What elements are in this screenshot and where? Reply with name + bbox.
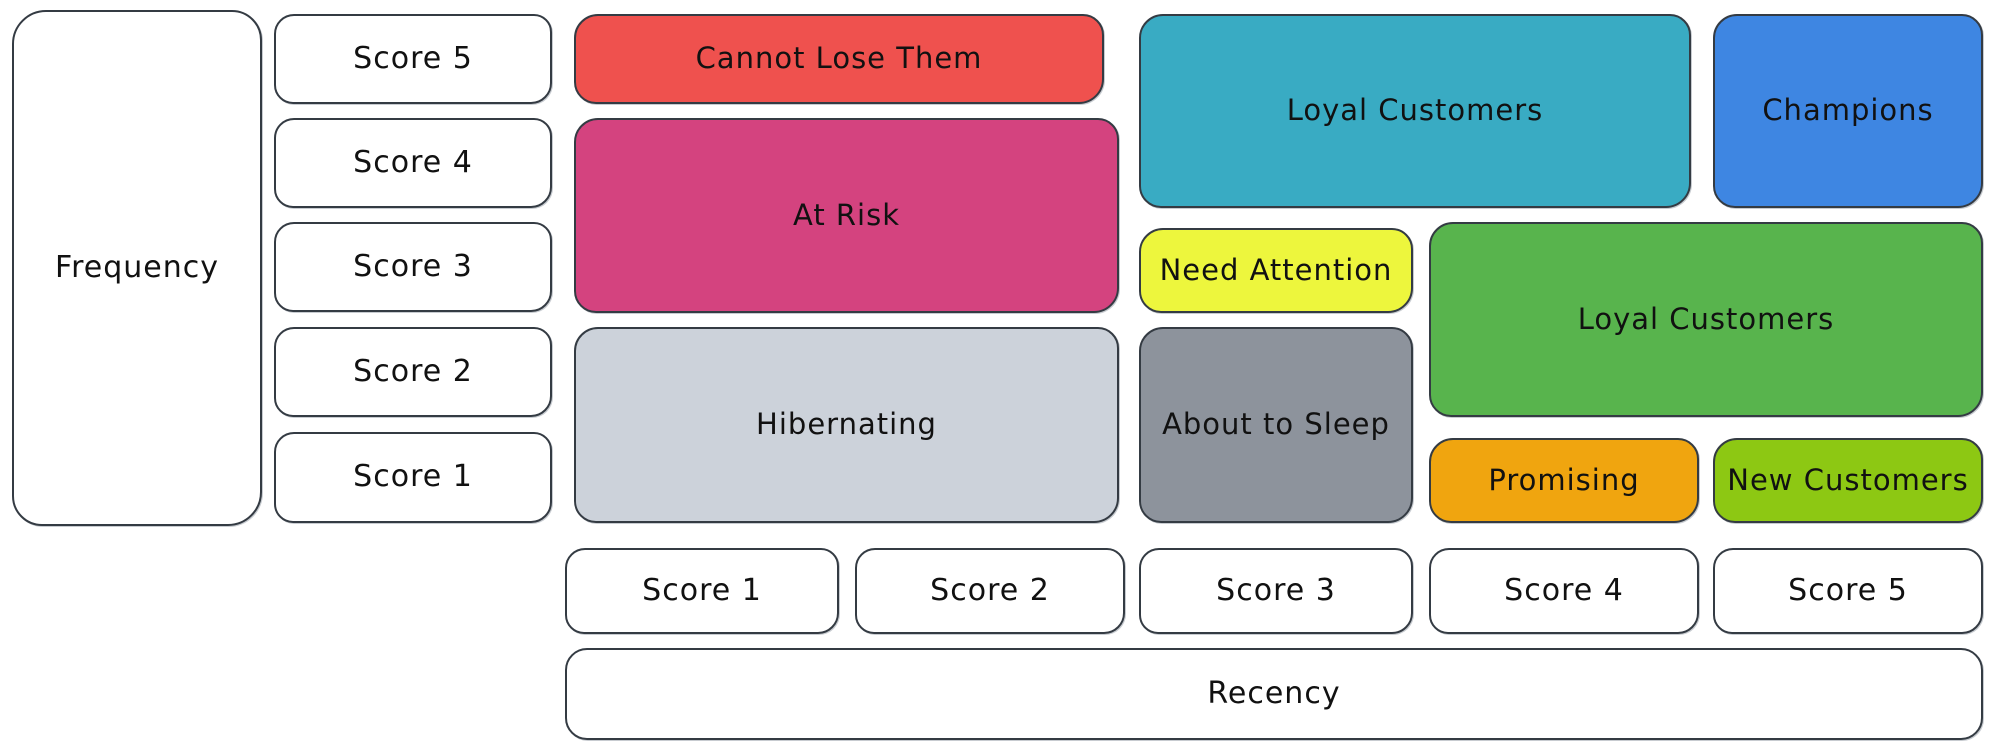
frequency-score-1: Score 1 (274, 432, 552, 523)
segment-at-risk: At Risk (574, 118, 1119, 313)
segment-new-customers: New Customers (1713, 438, 1983, 523)
frequency-score-5: Score 5 (274, 14, 552, 104)
segment-champions: Champions (1713, 14, 1983, 208)
segment-about-to-sleep: About to Sleep (1139, 327, 1413, 523)
frequency-score-2: Score 2 (274, 327, 552, 417)
recency-score-1: Score 1 (565, 548, 839, 634)
frequency-axis-label: Frequency (12, 10, 262, 526)
segment-need-attention: Need Attention (1139, 228, 1413, 313)
recency-score-4: Score 4 (1429, 548, 1699, 634)
segment-hibernating: Hibernating (574, 327, 1119, 523)
segment-cannot-lose-them: Cannot Lose Them (574, 14, 1104, 104)
recency-score-5: Score 5 (1713, 548, 1983, 634)
segment-loyal-customers-right: Loyal Customers (1429, 222, 1983, 417)
frequency-score-4: Score 4 (274, 118, 552, 208)
frequency-score-3: Score 3 (274, 222, 552, 312)
recency-score-3: Score 3 (1139, 548, 1413, 634)
segment-promising: Promising (1429, 438, 1699, 523)
recency-axis-label: Recency (565, 648, 1983, 740)
segment-loyal-customers-top: Loyal Customers (1139, 14, 1691, 208)
recency-score-2: Score 2 (855, 548, 1125, 634)
